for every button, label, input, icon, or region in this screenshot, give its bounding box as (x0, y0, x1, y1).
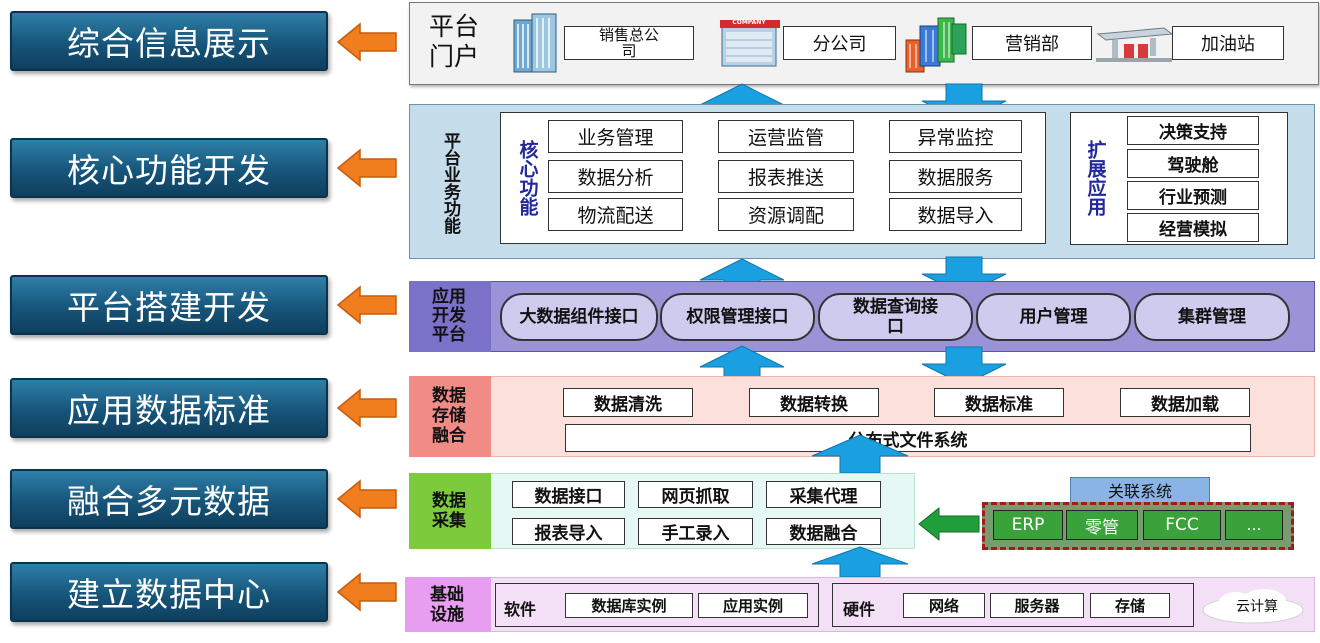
arrow-down-icon (921, 346, 1007, 386)
label-core-dev: 核心功能开发 (10, 138, 328, 198)
collect-report-import[interactable]: 报表导入 (512, 518, 625, 545)
arrow-left-icon (336, 22, 397, 62)
extended-apps-title: 扩展应用 (1084, 140, 1107, 216)
ext-business-simulation[interactable]: 经营模拟 (1127, 213, 1259, 242)
collect-header (409, 473, 491, 549)
app-platform-header (409, 281, 491, 352)
storage-data-loading[interactable]: 数据加载 (1120, 388, 1250, 417)
arrow-left-icon (336, 572, 397, 612)
company-sign: COMPANY (732, 19, 766, 26)
arrow-up-icon (811, 434, 909, 474)
portal-item-branch[interactable]: 分公司 (783, 26, 896, 60)
city-buildings-icon (905, 17, 967, 73)
label-data-standard: 应用数据标准 (10, 378, 328, 438)
ext-cockpit[interactable]: 驾驶舱 (1127, 149, 1259, 178)
storage-data-conversion[interactable]: 数据转换 (749, 388, 879, 417)
cloud-icon (1202, 589, 1304, 624)
arrow-left-icon (336, 388, 397, 428)
ext-decision-support[interactable]: 决策支持 (1127, 116, 1259, 145)
pill-bigdata-interface[interactable]: 大数据组件接口 (500, 293, 658, 341)
ext-industry-forecast[interactable]: 行业预测 (1127, 181, 1259, 210)
core-anomaly-monitoring[interactable]: 异常监控 (889, 120, 1022, 153)
business-title: 平台业务功能 (440, 132, 460, 234)
storage-header (409, 376, 491, 457)
storage-title: 数据存储融合 (432, 386, 466, 446)
arrow-left-icon (336, 148, 397, 188)
distributed-file-system[interactable]: 分布式文件系统 (565, 424, 1251, 452)
collect-proxy[interactable]: 采集代理 (766, 481, 881, 508)
office-building-icon (513, 13, 557, 73)
infra-hardware-label: 硬件 (843, 600, 876, 619)
label-data-fusion: 融合多元数据 (10, 469, 328, 529)
gas-station-icon (1096, 27, 1174, 62)
arrow-left-icon (918, 506, 980, 542)
core-data-import[interactable]: 数据导入 (889, 198, 1022, 231)
company-building-icon (720, 20, 780, 67)
infra-app-instance[interactable]: 应用实例 (698, 593, 808, 618)
core-report-push[interactable]: 报表推送 (718, 160, 854, 193)
infra-storage[interactable]: 存储 (1090, 593, 1170, 618)
pill-user-management[interactable]: 用户管理 (976, 293, 1131, 341)
arrow-up-icon (811, 546, 909, 578)
core-data-service[interactable]: 数据服务 (889, 160, 1022, 193)
related-systems-title: 关联系统 (1070, 477, 1210, 503)
portal-title: 平台门户 (428, 12, 479, 71)
core-operation-supervision[interactable]: 运营监管 (718, 120, 854, 153)
label-platform-dev: 平台搭建开发 (10, 275, 328, 335)
core-logistics[interactable]: 物流配送 (548, 198, 683, 231)
portal-item-gas-station[interactable]: 加油站 (1172, 26, 1284, 60)
core-business-management[interactable]: 业务管理 (548, 120, 683, 153)
infra-software-label: 软件 (504, 600, 537, 619)
pill-cluster-management[interactable]: 集群管理 (1134, 293, 1290, 341)
arrow-left-icon (336, 285, 397, 325)
infra-title: 基础设施 (430, 584, 464, 625)
portal-item-marketing-dept[interactable]: 营销部 (972, 26, 1092, 60)
related-retail-mgmt[interactable]: 零管 (1066, 510, 1138, 540)
collect-data-fusion[interactable]: 数据融合 (766, 518, 881, 545)
infra-network[interactable]: 网络 (903, 593, 985, 618)
storage-data-cleaning[interactable]: 数据清洗 (563, 388, 693, 417)
infra-header (405, 577, 491, 632)
arrow-left-icon (336, 479, 397, 519)
portal-item-sales-hq[interactable]: 销售总公司 (564, 26, 694, 60)
pill-data-query-interface[interactable]: 数据查询接口 (818, 293, 973, 341)
collect-data-interface[interactable]: 数据接口 (512, 481, 625, 508)
label-data-center: 建立数据中心 (10, 562, 328, 622)
collect-title: 数据采集 (432, 491, 466, 531)
related-fcc[interactable]: FCC (1143, 510, 1221, 540)
infra-server[interactable]: 服务器 (990, 593, 1084, 618)
core-resource-allocation[interactable]: 资源调配 (718, 198, 854, 231)
storage-data-standard[interactable]: 数据标准 (934, 388, 1064, 417)
infra-db-instance[interactable]: 数据库实例 (565, 593, 693, 618)
core-functions-title: 核心功能 (516, 140, 539, 216)
label-info-display: 综合信息展示 (10, 11, 328, 71)
app-platform-title: 应用开发平台 (432, 286, 466, 345)
infra-cloud-label: 云计算 (1236, 599, 1278, 615)
related-more[interactable]: … (1225, 510, 1283, 540)
collect-manual-entry[interactable]: 手工录入 (638, 518, 753, 545)
collect-web-crawl[interactable]: 网页抓取 (638, 481, 753, 508)
pill-permission-interface[interactable]: 权限管理接口 (660, 293, 815, 341)
related-erp[interactable]: ERP (993, 510, 1063, 540)
core-data-analysis[interactable]: 数据分析 (548, 160, 683, 193)
